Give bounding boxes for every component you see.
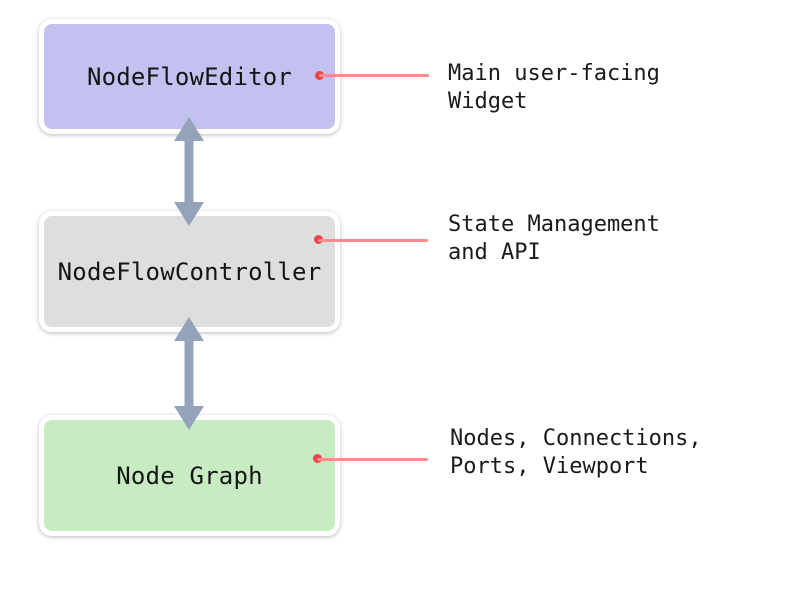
double-arrow-icon — [172, 317, 206, 430]
annotation-text-graph: Nodes, Connections, Ports, Viewport — [450, 425, 702, 481]
node-label-controller: NodeFlowController — [57, 257, 322, 286]
annotation-line: State Management — [448, 212, 660, 237]
annotation-line: Main user-facing — [448, 61, 660, 86]
annotation-leader-line — [317, 458, 428, 461]
node-box-controller: NodeFlowController — [39, 211, 340, 332]
annotation-text-controller: State Management and API — [448, 211, 660, 267]
annotation-line: Widget — [448, 89, 528, 114]
annotation-line: Ports, Viewport — [450, 454, 649, 479]
annotation-leader-line — [318, 239, 428, 242]
node-box-graph: Node Graph — [39, 415, 340, 536]
annotation-text-editor: Main user-facing Widget — [448, 60, 660, 116]
node-label-graph: Node Graph — [116, 461, 263, 490]
annotation-line: Nodes, Connections, — [450, 426, 702, 451]
annotation-line: and API — [448, 240, 541, 265]
double-arrow-icon — [172, 117, 206, 226]
node-box-editor: NodeFlowEditor — [39, 19, 340, 134]
node-label-editor: NodeFlowEditor — [86, 62, 293, 91]
annotation-leader-line — [319, 74, 429, 77]
